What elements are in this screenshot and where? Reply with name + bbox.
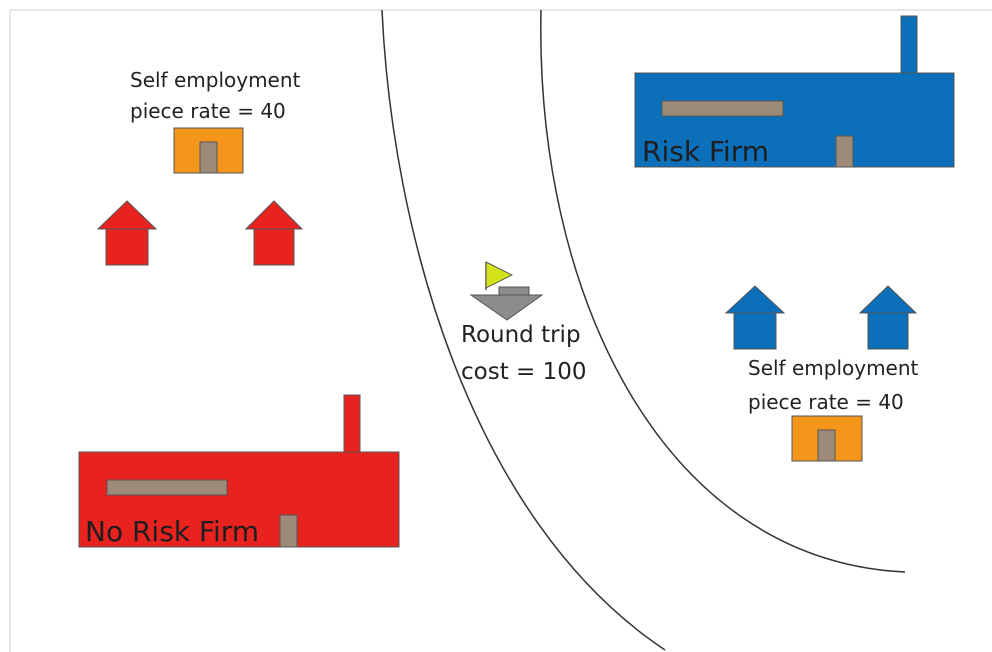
left-self-employment-line2: piece rate = 40: [130, 99, 286, 123]
no-risk-firm-window: [106, 479, 228, 496]
left-house-2: [244, 200, 304, 266]
right-workshop: [791, 415, 863, 462]
round-trip-line2: cost = 100: [461, 359, 587, 385]
risk-firm-window: [661, 100, 784, 117]
right-house-2: [858, 285, 918, 350]
left-workshop: [173, 127, 244, 174]
risk-firm-door: [835, 135, 854, 168]
no-risk-firm-building: No Risk Firm: [78, 394, 400, 548]
left-workshop-door: [199, 141, 218, 174]
round-trip-line1: Round trip: [461, 322, 581, 348]
left-self-employment-label: Self employment piece rate = 40: [130, 68, 301, 123]
right-house-1-roof: [724, 285, 786, 314]
left-self-employment-line1: Self employment: [130, 68, 301, 92]
left-house-2-body: [253, 228, 295, 266]
no-risk-firm-door: [279, 514, 298, 548]
round-trip-cost-label: Round trip cost = 100: [461, 322, 587, 385]
right-self-employment-line1: Self employment: [748, 356, 919, 380]
right-house-1: [724, 285, 786, 350]
left-house-2-roof: [244, 200, 304, 230]
no-risk-firm-chimney: [343, 394, 361, 454]
left-house-1: [96, 200, 158, 266]
right-river-bank: [540, 9, 906, 573]
risk-firm-building: Risk Firm: [634, 15, 955, 168]
left-river-bank: [381, 9, 666, 651]
risk-firm-chimney: [900, 15, 918, 75]
flag-icon: [485, 261, 514, 289]
risk-firm-body: [634, 72, 955, 168]
boat-hull: [469, 294, 544, 321]
left-house-1-body: [105, 228, 149, 266]
left-house-1-roof: [96, 200, 158, 230]
right-self-employment-label: Self employment piece rate = 40: [748, 356, 919, 414]
right-workshop-door: [817, 429, 836, 462]
right-house-2-roof: [858, 285, 918, 314]
no-risk-firm-body: [78, 451, 400, 548]
ferry-boat: [469, 261, 544, 321]
boat-cabin: [498, 286, 530, 296]
right-house-1-body: [733, 312, 777, 350]
no-risk-firm-label: No Risk Firm: [85, 515, 259, 548]
right-self-employment-line2: piece rate = 40: [748, 390, 904, 414]
right-house-2-body: [867, 312, 909, 350]
risk-firm-label: Risk Firm: [642, 135, 769, 168]
